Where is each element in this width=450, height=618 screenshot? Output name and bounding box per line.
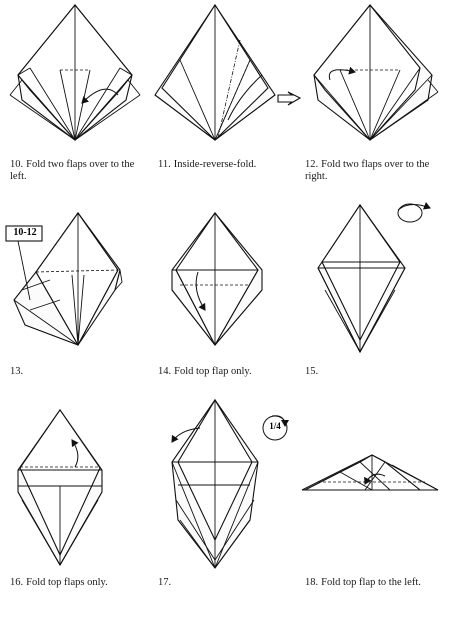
caption-step-15: 15. (305, 366, 430, 378)
step-number: 13. (10, 366, 24, 377)
step-14-diagram (171, 212, 263, 347)
caption-step-13: 13. (10, 366, 135, 378)
step-13-diagram (5, 212, 123, 347)
step-number: 14. (158, 366, 172, 377)
step-15-diagram (317, 202, 431, 354)
caption-step-11: 11.Inside-reverse-fold. (158, 159, 288, 171)
step-12-diagram (313, 4, 439, 141)
step-17-diagram (171, 398, 289, 569)
caption-step-14: 14.Fold top flap only. (158, 366, 288, 378)
repeat-steps-badge (5, 225, 43, 242)
step-text: Fold two flaps over to the left. (10, 159, 135, 182)
step-text: Fold top flap to the left. (321, 577, 421, 588)
step-16-diagram (17, 409, 103, 567)
caption-step-18: 18.Fold top flap to the left. (305, 577, 430, 589)
turn-over-icon (397, 203, 423, 223)
repeat-steps-label: 10-12 (13, 227, 37, 238)
step-number: 12. (305, 159, 319, 170)
rotate-fraction-label: 1/4 (269, 421, 281, 431)
step-text: Inside-reverse-fold. (173, 159, 257, 170)
fold-up-arrow (71, 439, 79, 468)
step-text: Fold top flaps only. (26, 577, 108, 588)
turn-flap-arrow (171, 427, 201, 443)
fold-left-arrow (81, 88, 119, 104)
inside-reverse-arrow (227, 74, 263, 121)
step-number: 11. (158, 159, 171, 170)
caption-step-17: 17. (158, 577, 288, 589)
step-number: 10. (10, 159, 24, 170)
push-arrow-icon (277, 91, 302, 106)
step-number: 16. (10, 577, 24, 588)
fold-down-arrow (195, 271, 206, 311)
step-number: 17. (158, 577, 172, 588)
step-10-diagram (9, 4, 141, 141)
fold-right-arrow (328, 66, 356, 81)
step-text: Fold two flaps over to the right. (305, 159, 430, 182)
caption-step-10: 10.Fold two flaps over to the left. (10, 159, 135, 183)
caption-step-12: 12.Fold two flaps over to the right. (305, 159, 430, 183)
step-11-diagram (154, 3, 302, 141)
step-text: Fold top flap only. (174, 366, 252, 377)
step-number: 18. (305, 577, 319, 588)
step-number: 15. (305, 366, 319, 377)
caption-step-16: 16.Fold top flaps only. (10, 577, 145, 589)
fold-left-arrow-2 (364, 473, 386, 485)
step-18-diagram (301, 454, 439, 491)
